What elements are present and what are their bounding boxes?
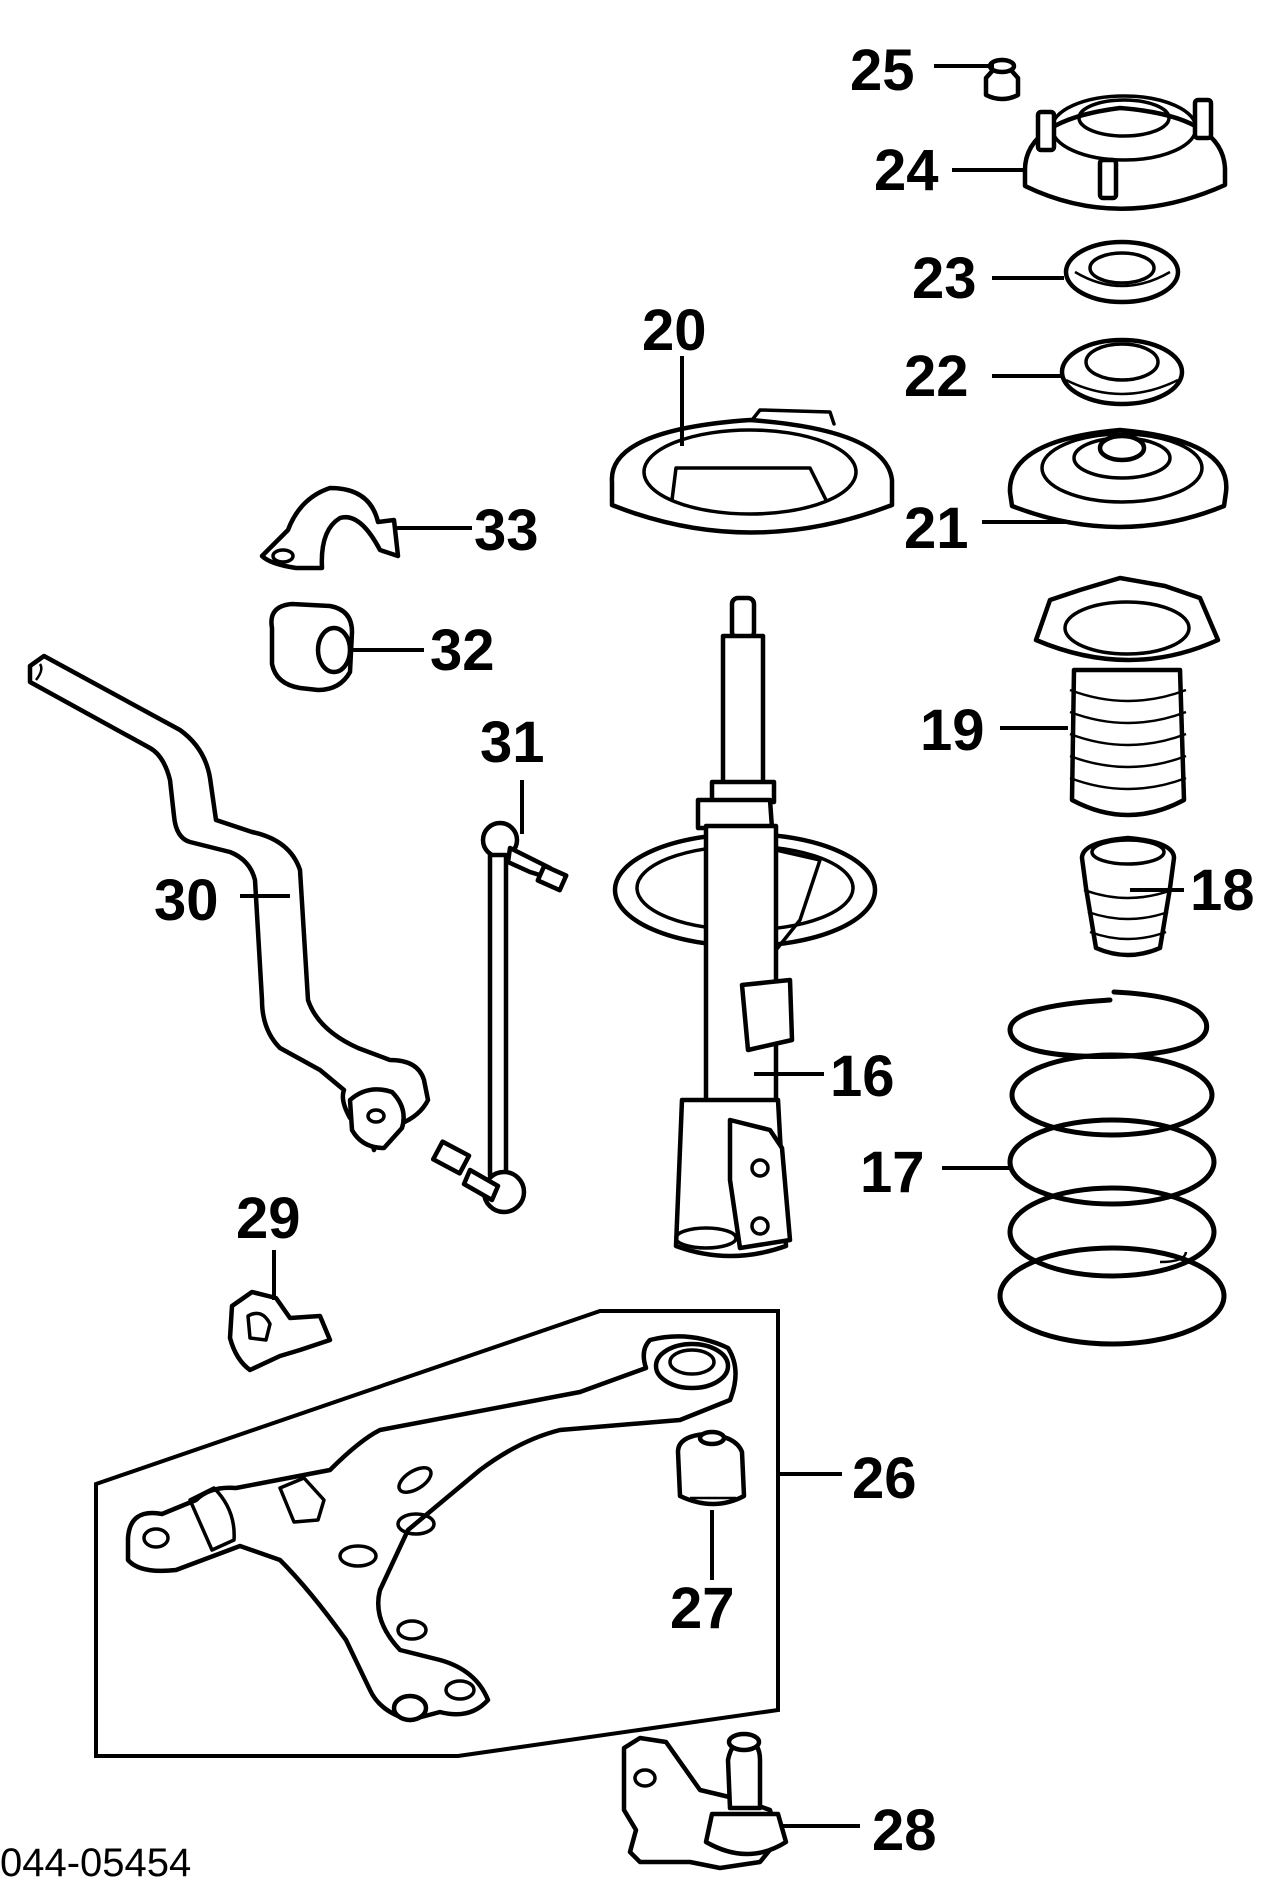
- callout-21: 21: [904, 496, 969, 561]
- part-17-coil-spring: [997, 989, 1227, 1347]
- callout-24: 24: [874, 138, 939, 203]
- callout-29: 29: [236, 1186, 301, 1251]
- part-16-strut-assembly: [612, 595, 878, 1259]
- part-29-bracket-plate: [227, 1289, 333, 1373]
- document-number: 044-05454: [0, 1841, 191, 1881]
- callout-28: 28: [872, 1798, 937, 1863]
- callout-33: 33: [474, 498, 539, 563]
- part-28-ball-joint: [621, 1731, 789, 1871]
- lower-control-arm: [125, 1334, 738, 1723]
- callout-20: 20: [642, 298, 707, 363]
- part-32-stabilizer-bushing: [269, 601, 355, 693]
- callout-17: 17: [860, 1140, 925, 1205]
- part-20-spring-insulator: [609, 408, 895, 535]
- callout-31: 31: [480, 710, 545, 775]
- part-21-spring-seat: [1007, 427, 1229, 530]
- callout-25: 25: [850, 38, 915, 103]
- part-22-upper-seat: [1059, 337, 1185, 407]
- callout-26: 26: [852, 1446, 917, 1511]
- callout-22: 22: [904, 344, 969, 409]
- part-31-stabilizer-link: [430, 820, 569, 1215]
- part-24-strut-mount: [1022, 94, 1228, 211]
- callout-16: 16: [830, 1044, 895, 1109]
- part-19-dust-boot: [1033, 575, 1221, 818]
- callout-23: 23: [912, 246, 977, 311]
- callout-27: 27: [670, 1576, 735, 1641]
- callout-18: 18: [1190, 858, 1255, 923]
- part-30-stabilizer-bar: [27, 653, 431, 1153]
- callout-30: 30: [154, 868, 219, 933]
- leader-lines: [240, 64, 1184, 1828]
- part-33-stabilizer-bracket: [259, 485, 401, 571]
- callout-32: 32: [430, 618, 495, 683]
- part-23-bearing: [1063, 239, 1181, 305]
- part-18-bump-stop: [1079, 835, 1177, 958]
- part-27-arm-bushing: [675, 1429, 747, 1507]
- part-26-lower-arm-frame: [94, 1309, 780, 1758]
- callout-19: 19: [920, 698, 985, 763]
